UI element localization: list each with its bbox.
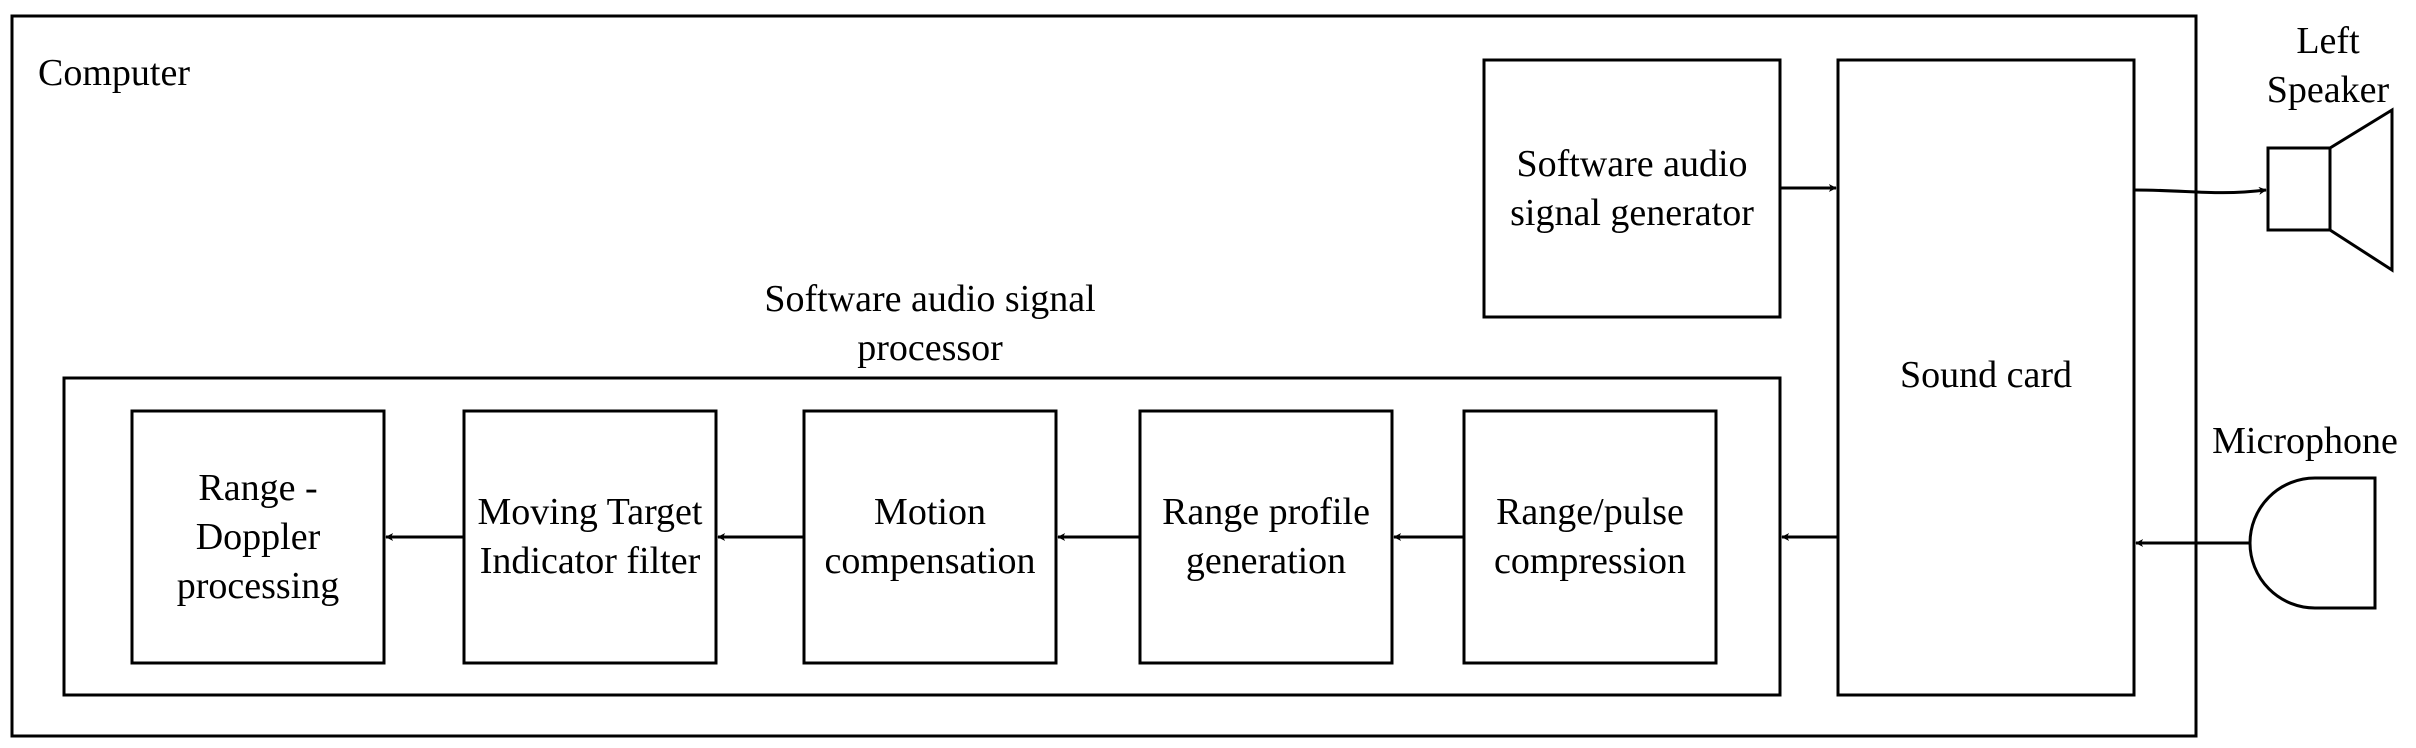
- stage-label-range-doppler: Range - Doppler processing: [176, 466, 340, 607]
- stage-label-motion-compensation: Motion compensation: [824, 491, 1036, 582]
- microphone-icon: [2248, 476, 2377, 610]
- generator-label: Software audio signal generator: [1510, 142, 1754, 234]
- stage-label-mti-filter: Moving Target Indicator filter: [477, 491, 703, 582]
- computer-frame: [10, 14, 2198, 738]
- microphone-label: Microphone: [2212, 419, 2398, 462]
- processor-container: [62, 376, 1782, 697]
- stage-label-range-profile: Range profile generation: [1162, 491, 1370, 582]
- arrow-soundcard-to-speaker: [2133, 186, 2267, 195]
- speaker-icon: [2266, 107, 2394, 273]
- computer-label: Computer: [38, 51, 190, 94]
- stage-label-pulse-compression: Range/pulse compression: [1493, 491, 1687, 582]
- sound-card-box: [1836, 58, 2136, 697]
- stage-box-range-doppler: [130, 409, 386, 665]
- speaker-label: Left Speaker: [2266, 20, 2390, 111]
- sound-card-label: Sound card: [1899, 353, 2073, 396]
- processor-label: Software audio signal processor: [764, 278, 1096, 369]
